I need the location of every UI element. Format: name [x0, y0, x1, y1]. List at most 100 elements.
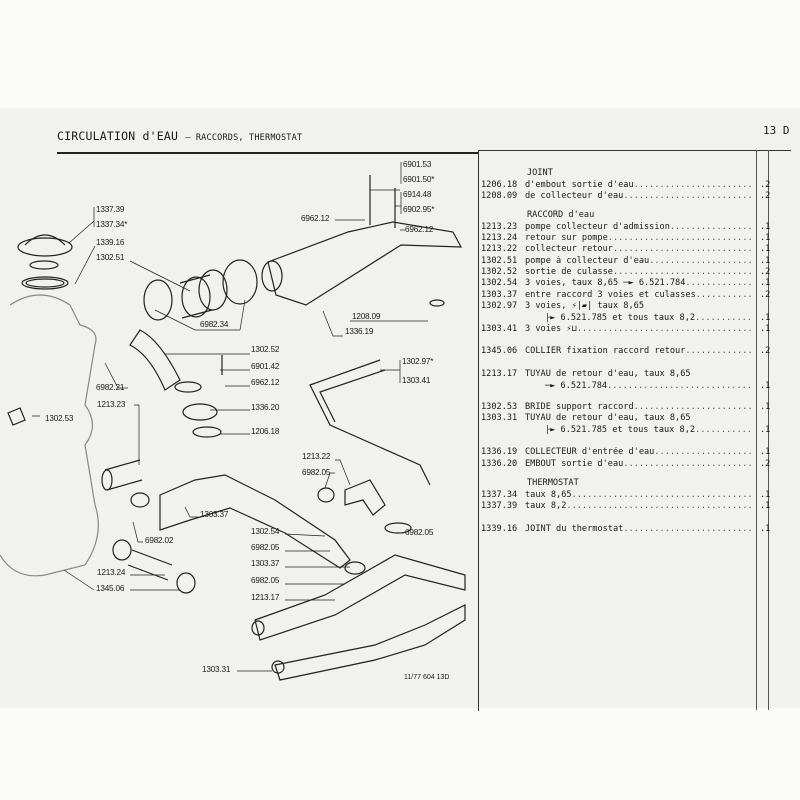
leader-dots: ....................................: [566, 501, 753, 511]
part-callout: 1302.97*: [402, 357, 434, 366]
quantity: .1: [760, 222, 771, 232]
embout-1336-20: [182, 403, 218, 421]
quantity: .1: [760, 501, 771, 511]
part-row: ─► 6.521.784............................…: [481, 381, 753, 391]
leader-lines: [32, 162, 428, 672]
hose-clamp: [143, 279, 173, 321]
header-rule: [57, 152, 479, 154]
part-callout: 6962.12: [251, 378, 280, 387]
part-description: taux 8,65: [525, 490, 572, 500]
part-number: 1213.22: [481, 244, 518, 254]
part-callout: 6982.02: [145, 536, 174, 545]
part-callout: 1302.51: [96, 253, 125, 262]
part-callout: 1345.06: [96, 584, 125, 593]
tube-1213-23: [101, 469, 113, 491]
part-callout: 1213.22: [302, 452, 331, 461]
part-number: 1302.97: [481, 301, 518, 311]
part-callout: 1339.16: [96, 238, 125, 247]
part-callout: 1337.34*: [96, 220, 128, 229]
part-number: 1337.34: [481, 490, 518, 500]
part-description: COLLIER fixation raccord retour: [525, 346, 686, 356]
part-number: 1302.53: [481, 402, 518, 412]
part-number: 1302.51: [481, 256, 518, 266]
part-number: 1345.06: [481, 346, 518, 356]
part-callout: 1213.23: [97, 400, 126, 409]
part-row: 1303.37 entre raccord 3 voies et culasses…: [481, 290, 753, 300]
exploded-diagram: [0, 162, 466, 681]
leader-dots: ...........: [695, 290, 753, 300]
part-description: entre raccord 3 voies et culasses: [525, 290, 696, 300]
part-callout: 1302.54: [251, 527, 280, 536]
part-row: ├► 6.521.785 et tous taux 8,2...........…: [481, 425, 753, 435]
part-number: 1303.41: [481, 324, 518, 334]
part-callout: 6982.34: [200, 320, 229, 329]
quantity: .2: [760, 459, 771, 469]
quantity: .1: [760, 402, 771, 412]
part-callout: 1206.18: [251, 427, 280, 436]
pipe-1302-54: [159, 474, 351, 569]
quantity: .2: [760, 191, 771, 201]
part-description: sortie de culasse: [525, 267, 613, 277]
part-number: 1303.37: [481, 290, 518, 300]
leader-dots: ...........................: [612, 244, 753, 254]
part-callout: 6901.53: [403, 160, 432, 169]
quantity: .1: [760, 324, 771, 334]
section-heading: JOINT: [527, 168, 553, 178]
part-number: 1208.09: [481, 191, 518, 201]
part-description: TUYAU de retour d'eau, taux 8,65: [525, 413, 691, 423]
part-description: COLLECTEUR d'entrée d'eau: [525, 447, 655, 457]
quantity: .1: [760, 233, 771, 243]
thermostat-part: [17, 234, 73, 290]
part-callout: 1208.09: [352, 312, 381, 321]
leader-dots: ...........................: [612, 267, 753, 277]
pipe-1213-17: [254, 554, 466, 641]
leader-dots: ................: [669, 222, 753, 232]
leader-dots: .............: [685, 346, 753, 356]
section-heading: THERMOSTAT: [527, 478, 579, 488]
quantity: .1: [760, 244, 771, 254]
part-description: JOINT du thermostat: [525, 524, 624, 534]
page-number: 13 D: [763, 124, 790, 137]
drawing-reference: 11/77 604 13D: [404, 674, 450, 681]
part-description: de collecteur d'eau: [525, 191, 624, 201]
pipe-1303-31: [274, 604, 466, 681]
heading-text: RACCORD d'eau: [527, 210, 595, 220]
part-callout: 1337.39: [96, 205, 125, 214]
part-callout: 1302.52: [251, 345, 280, 354]
leader-dots: ................................: [607, 381, 753, 391]
collector-1336-19: [267, 221, 463, 306]
part-callout: 6982.05: [251, 576, 280, 585]
parts-table: [478, 150, 791, 711]
part-number: 1213.24: [481, 233, 518, 243]
part-callout: 6982.05: [251, 543, 280, 552]
quantity: .1: [760, 313, 771, 323]
part-number: 1336.20: [481, 459, 518, 469]
quantity: .2: [760, 346, 771, 356]
pipe-1302-97: [309, 359, 431, 486]
leader-dots: .........................: [623, 524, 753, 534]
part-number: 1206.18: [481, 180, 518, 190]
bride-1302-53: [7, 407, 26, 426]
quantity: .1: [760, 447, 771, 457]
part-description: ├► 6.521.785 et tous taux 8,2: [545, 313, 696, 323]
part-callout: 6982.21: [96, 383, 125, 392]
part-callout: 1336.20: [251, 403, 280, 412]
quantity: .1: [760, 425, 771, 435]
leader-dots: ............................: [607, 233, 753, 243]
part-number: 1336.19: [481, 447, 518, 457]
